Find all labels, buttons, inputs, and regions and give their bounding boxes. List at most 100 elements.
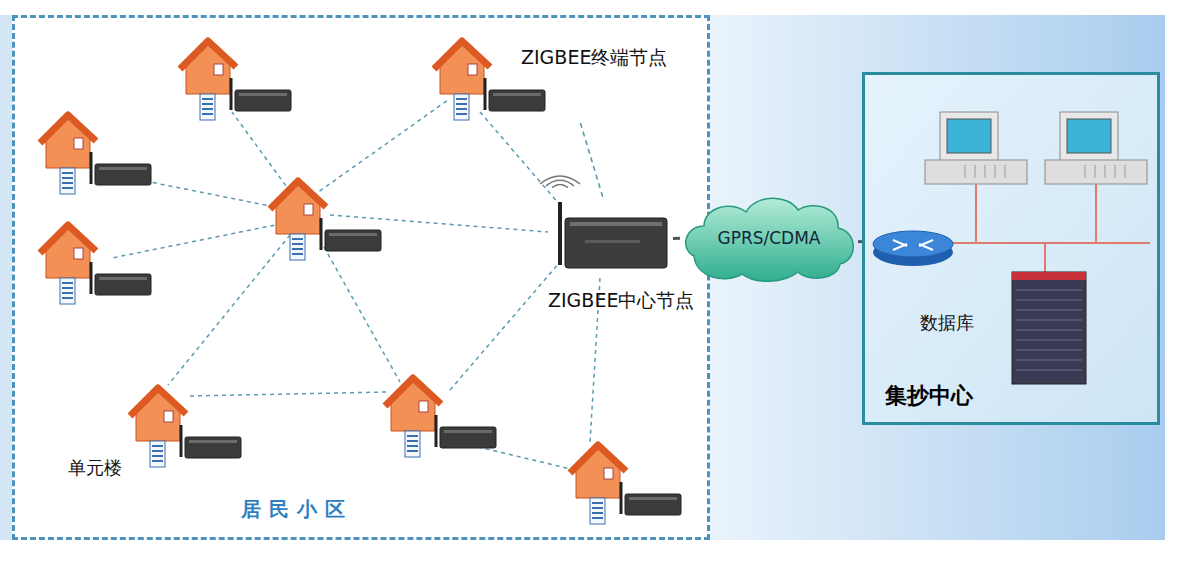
hub-highlight xyxy=(570,222,662,226)
house-icon xyxy=(270,181,326,260)
network-cloud: GPRS/CDMA xyxy=(680,190,858,285)
door-stripe xyxy=(456,103,467,105)
door-stripe xyxy=(592,507,603,509)
signal-arc xyxy=(540,176,580,184)
computer-base xyxy=(925,160,1027,184)
door-stripe xyxy=(592,517,603,519)
vent-slot xyxy=(965,165,966,178)
zigbee-module xyxy=(181,425,241,458)
hub-detail xyxy=(585,240,640,243)
door-stripe xyxy=(62,287,73,289)
door-stripe xyxy=(152,455,163,457)
antenna xyxy=(90,152,93,184)
zigbee-module xyxy=(91,262,151,295)
house-window xyxy=(604,468,613,479)
mesh-link xyxy=(330,215,548,232)
door-stripe xyxy=(152,445,163,447)
network-wire xyxy=(1095,184,1097,243)
server-slot xyxy=(1016,300,1082,301)
zigbee-module xyxy=(621,482,681,515)
door-stripe xyxy=(456,113,467,115)
house-window xyxy=(304,204,313,215)
module-highlight xyxy=(629,497,677,500)
mesh-link xyxy=(168,235,290,385)
vent-slot xyxy=(985,165,986,178)
door-stripe xyxy=(292,243,303,245)
database-server: 数据库 xyxy=(915,273,1090,391)
mesh-link xyxy=(300,100,448,205)
module-body xyxy=(325,230,381,251)
vent-slot xyxy=(1105,165,1106,178)
door-stripe xyxy=(62,172,73,174)
house-door xyxy=(454,94,469,120)
router-arrows xyxy=(893,240,933,250)
module-body xyxy=(95,274,151,295)
mesh-link xyxy=(480,112,560,205)
house-icon xyxy=(40,115,96,194)
house-door xyxy=(200,94,215,120)
house-icon xyxy=(570,445,626,524)
door-stripe xyxy=(456,98,467,100)
door-stripe xyxy=(592,512,603,514)
house-roof xyxy=(570,445,626,473)
house-door xyxy=(150,441,165,467)
center-title: 集抄中心 xyxy=(885,381,973,411)
network-label: GPRS/CDMA xyxy=(680,190,858,285)
zigbee-module xyxy=(436,415,496,448)
zigbee-module xyxy=(231,78,291,111)
server-icon xyxy=(1012,272,1086,384)
door-stripe xyxy=(202,113,213,115)
house-window xyxy=(214,64,223,75)
door-stripe xyxy=(62,187,73,189)
monitor xyxy=(940,112,998,162)
server-slot xyxy=(1016,330,1082,331)
vent-slot xyxy=(1005,165,1006,178)
vent-slot xyxy=(995,165,996,178)
connector xyxy=(580,123,603,198)
door-stripe xyxy=(202,98,213,100)
door-stripe xyxy=(592,502,603,504)
unit-building: 单元楼 xyxy=(63,388,253,478)
mesh-link xyxy=(190,392,388,396)
server-slot xyxy=(1016,340,1082,341)
module-highlight xyxy=(493,93,541,96)
module-highlight xyxy=(99,277,147,280)
module-body xyxy=(489,90,545,111)
house-door xyxy=(290,234,305,260)
door-stripe xyxy=(62,282,73,284)
area-ground xyxy=(12,15,710,540)
door-stripe xyxy=(407,450,418,452)
zigbee-module xyxy=(91,152,151,185)
background-panel xyxy=(0,15,1165,540)
residential-area: 居民小区ZIGBEE终端节点ZIGBEE中心节点单元楼 xyxy=(12,15,710,540)
computer-base xyxy=(1045,160,1147,184)
house-door xyxy=(405,431,420,457)
house-window xyxy=(74,248,83,259)
vent-slot xyxy=(1085,165,1086,178)
door-stripe xyxy=(202,108,213,110)
hub-body xyxy=(565,218,667,268)
server-slot xyxy=(1016,350,1082,351)
node-label: 单元楼 xyxy=(68,456,122,480)
mesh-link xyxy=(450,262,560,390)
vent-slot xyxy=(975,165,976,178)
module-body xyxy=(235,90,291,111)
network-wire xyxy=(1044,243,1046,272)
node-label: ZIGBEE终端节点 xyxy=(521,45,667,71)
door-stripe xyxy=(407,440,418,442)
house-icon xyxy=(385,378,441,457)
house-door xyxy=(60,278,75,304)
server-slot xyxy=(1016,370,1082,371)
door-stripe xyxy=(152,450,163,452)
door-stripe xyxy=(62,292,73,294)
house-icon xyxy=(434,41,490,120)
module-body xyxy=(440,427,496,448)
house-window xyxy=(74,138,83,149)
vent-slot xyxy=(1125,165,1126,178)
mesh-link xyxy=(470,445,575,470)
center-ground xyxy=(862,72,1160,425)
module-body xyxy=(185,437,241,458)
door-stripe xyxy=(292,238,303,240)
